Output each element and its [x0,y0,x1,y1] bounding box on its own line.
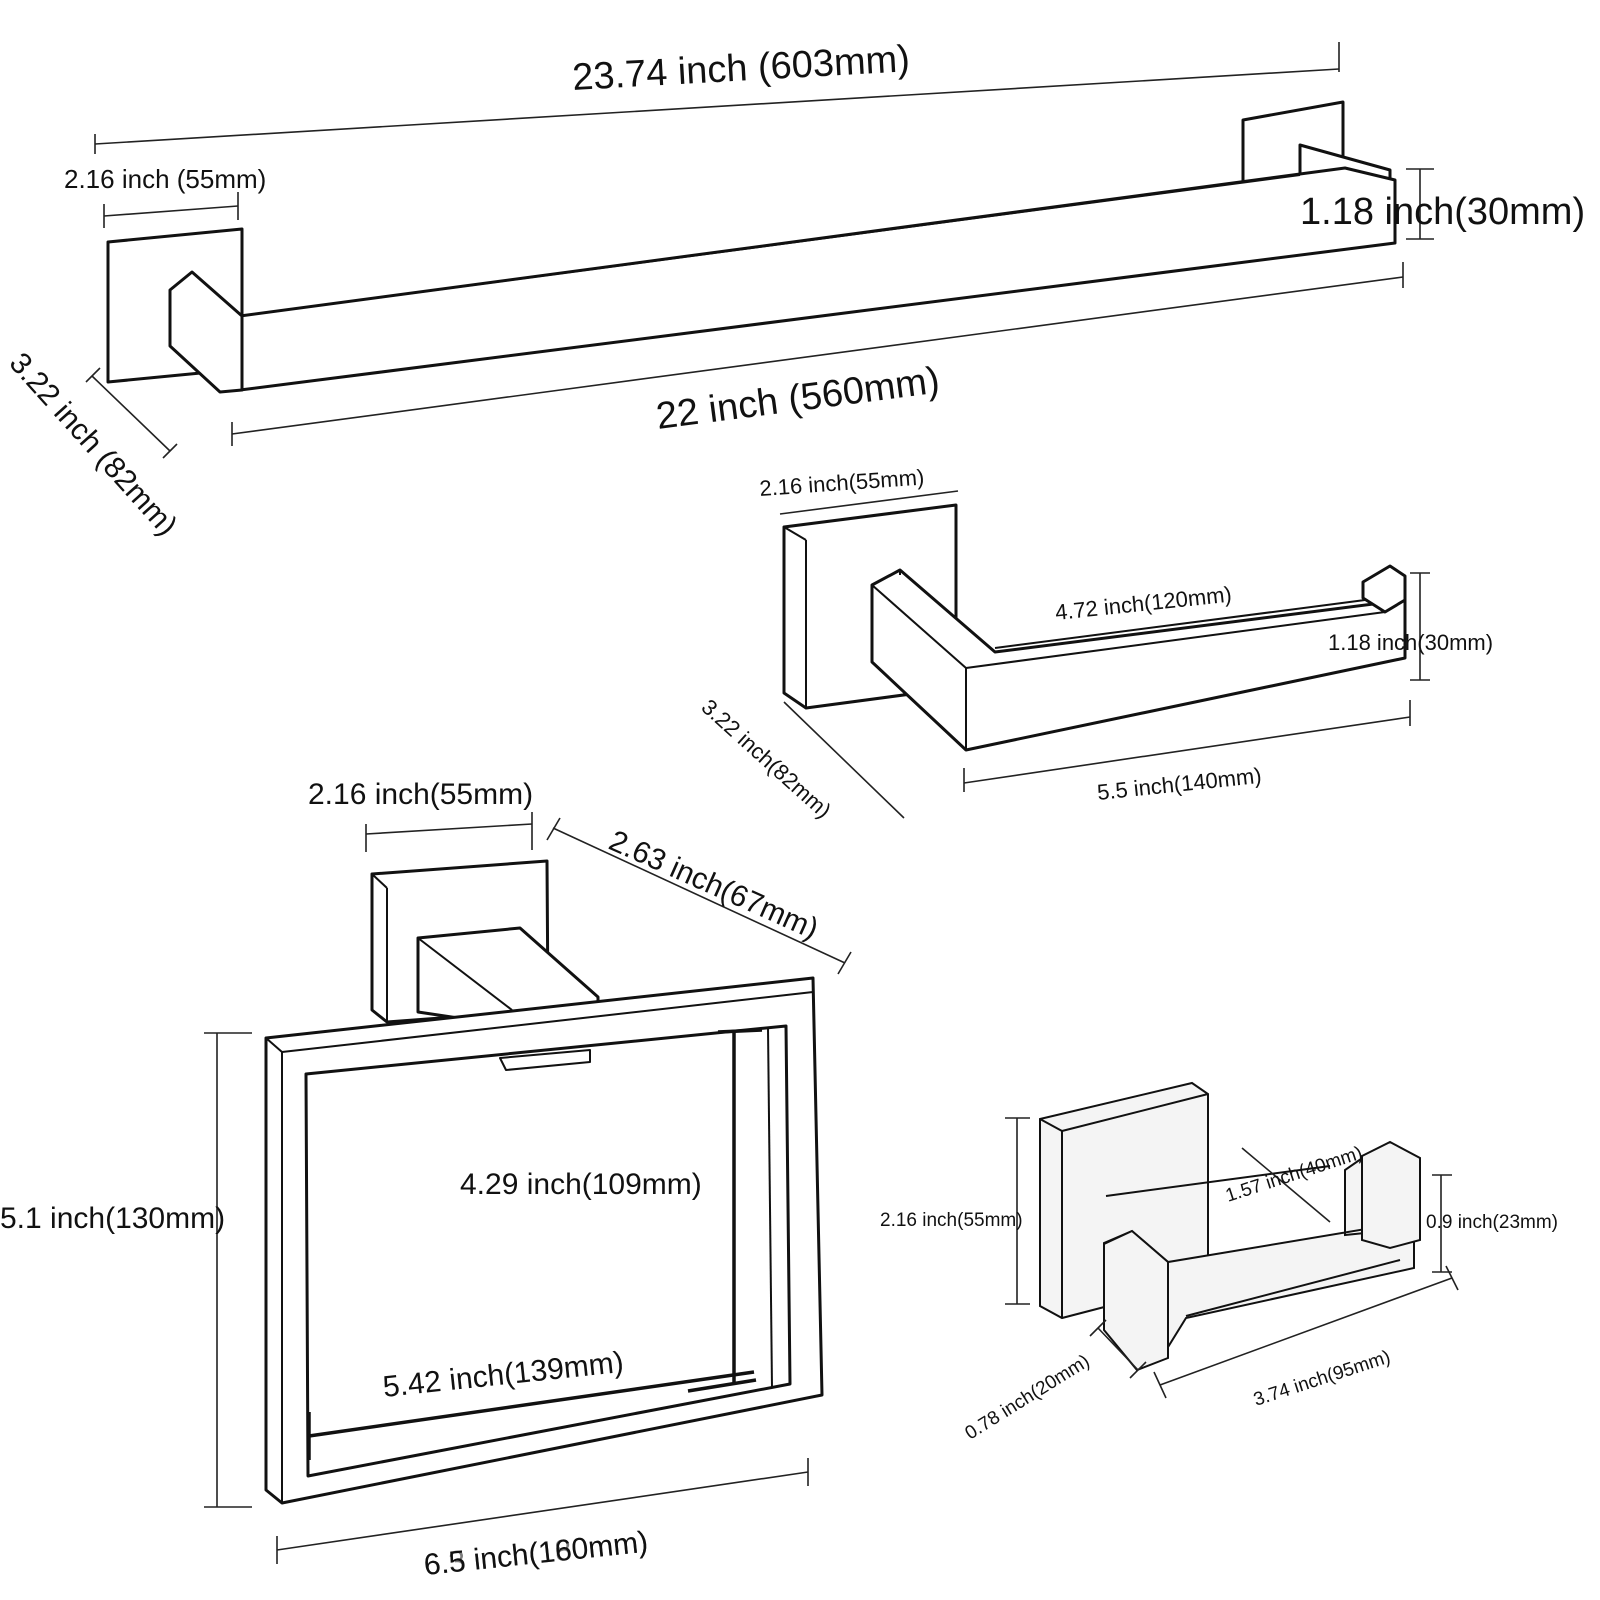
robe-hook-total-length-line [1159,1277,1453,1386]
towel-ring-inner-height-tick-bottom [687,1378,757,1393]
paper-holder-arm-length-label: 4.72 inch(120mm) [1054,582,1233,625]
towel-ring-frame-edge-3 [281,991,814,1053]
robe-hook-front-block [1103,1229,1169,1372]
towel-ring-base-width-line [365,823,533,835]
robe-hook: 2.16 inch(55mm) 1.57 inch(40mm) 0.9 inch… [880,1081,1558,1444]
towel-ring-arm-edge [417,937,513,1011]
robe-hook-total-length-tick-right [1445,1265,1459,1291]
robe-hook-total-length-label: 3.74 inch(95mm) [1251,1347,1393,1411]
paper-holder-base-width-label: 2.16 inch(55mm) [759,465,925,501]
robe-hook-depth-tick-bottom [1129,1361,1147,1379]
towel-ring-inner-height-label: 4.29 inch(109mm) [460,1168,702,1201]
paper-holder-base-width-line [779,490,959,515]
robe-hook-hook-height-label: 0.9 inch(23mm) [1426,1212,1558,1233]
towel-bar-height-label: 1.18 inch(30mm) [1300,191,1585,233]
towel-bar-rail-edge [239,174,1301,317]
paper-holder: 2.16 inch(55mm) 4.72 inch(120mm) 1.18 in… [697,465,1493,824]
towel-ring-inner-width-line [308,1370,755,1438]
robe-hook-base-height-label: 2.16 inch(55mm) [880,1210,1023,1231]
paper-holder-arm-length-line [994,599,1366,649]
towel-ring-plate-edge [371,873,388,889]
paper-holder-arm-edge-4 [965,611,1386,669]
towel-bar-length-line [231,276,1404,435]
towel-bar-base-width-label: 2.16 inch (55mm) [64,164,266,194]
paper-holder-projection-label: 3.22 inch(82mm) [697,694,836,823]
towel-ring-outer-height-label: 5.1 inch(130mm) [0,1202,225,1235]
towel-ring-frame-edge [265,1037,283,1053]
robe-hook-depth-line [1097,1327,1139,1371]
towel-ring-projection-tick-bottom [837,951,852,975]
paper-holder-arm [870,568,1407,752]
robe-hook-plate-edge [1039,1118,1063,1132]
towel-bar-left-arm-edge [191,271,243,317]
towel-ring-projection-tick-top [546,817,561,841]
towel-ring-clip [499,1049,591,1071]
robe-hook-total-length-tick-left [1153,1371,1167,1399]
towel-ring-inner-height-tick-top [717,1028,763,1034]
robe-hook-groove [1185,1259,1401,1317]
towel-bar-base-width-line [103,205,239,217]
robe-hook-plate-edge-3 [1061,1093,1209,1132]
robe-hook-hook-length-line [1241,1147,1331,1223]
paper-holder-arm-edge-2 [871,584,967,669]
robe-hook-hook-length-label: 1.57 inch(40mm) [1223,1143,1365,1207]
paper-holder-projection-line [783,701,905,819]
towel-bar: 23.74 inch (603mm) 2.16 inch (55mm) 1.18… [3,38,1585,542]
towel-ring-projection-label: 2.63 inch(67mm) [604,824,823,946]
towel-bar-rail [238,166,1397,392]
paper-holder-plate-edge [783,526,807,541]
towel-ring-outer-width-label-alt: 6.3 inch(180mm) [422,1526,649,1582]
robe-hook-upper-arm [1361,1140,1421,1250]
towel-bar-projection-line [91,375,171,452]
towel-ring-inner-edge [767,1027,773,1389]
robe-hook-top-arm [1105,1165,1331,1197]
towel-bar-overall-length-line [94,68,1340,145]
paper-holder-total-length-line [963,716,1411,784]
paper-holder-post [1361,564,1407,614]
robe-hook-depth-label: 0.78 inch(20mm) [962,1351,1094,1444]
towel-bar-overall-length-label: 23.74 inch (603mm) [571,38,911,99]
towel-ring-outer-width-line [276,1471,809,1551]
towel-ring: 2.16 inch(55mm) 2.63 inch(67mm) 5.1 inch… [0,778,852,1582]
robe-hook-depth-tick-top [1089,1319,1107,1337]
towel-ring-frame-inner [304,1024,792,1478]
paper-holder-height-label: 1.18 inch(30mm) [1328,630,1493,655]
paper-holder-total-length-label: 5.5 inch(140mm) [1096,763,1263,805]
towel-ring-base-width-label: 2.16 inch(55mm) [308,778,533,811]
towel-ring-projection-line [552,827,846,964]
towel-bar-projection-tick-top [85,367,101,383]
towel-bar-projection-tick-bottom [162,443,178,459]
